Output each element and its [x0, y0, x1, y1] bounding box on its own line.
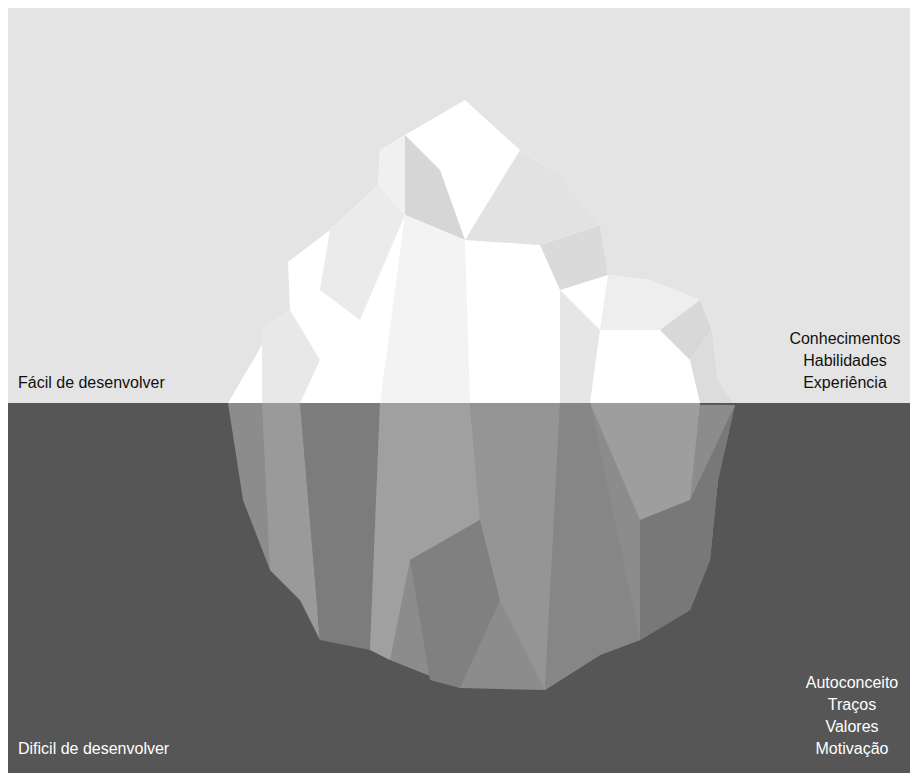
development-note: Fácil de desenvolver — [18, 372, 238, 394]
competence-item: Traços — [782, 694, 918, 716]
competence-item: Experiência — [775, 372, 915, 394]
competence-item: Autoconceito — [782, 672, 918, 694]
competence-item: Habilidades — [775, 350, 915, 372]
competence-item: Motivação — [782, 738, 918, 760]
iceberg-tip — [228, 100, 735, 403]
competence-item: Valores — [782, 716, 918, 738]
water-band — [8, 403, 910, 773]
iceberg-base — [228, 403, 735, 690]
competence-item: Conhecimentos — [775, 328, 915, 350]
development-note: Dificil de desenvolver — [18, 738, 238, 760]
